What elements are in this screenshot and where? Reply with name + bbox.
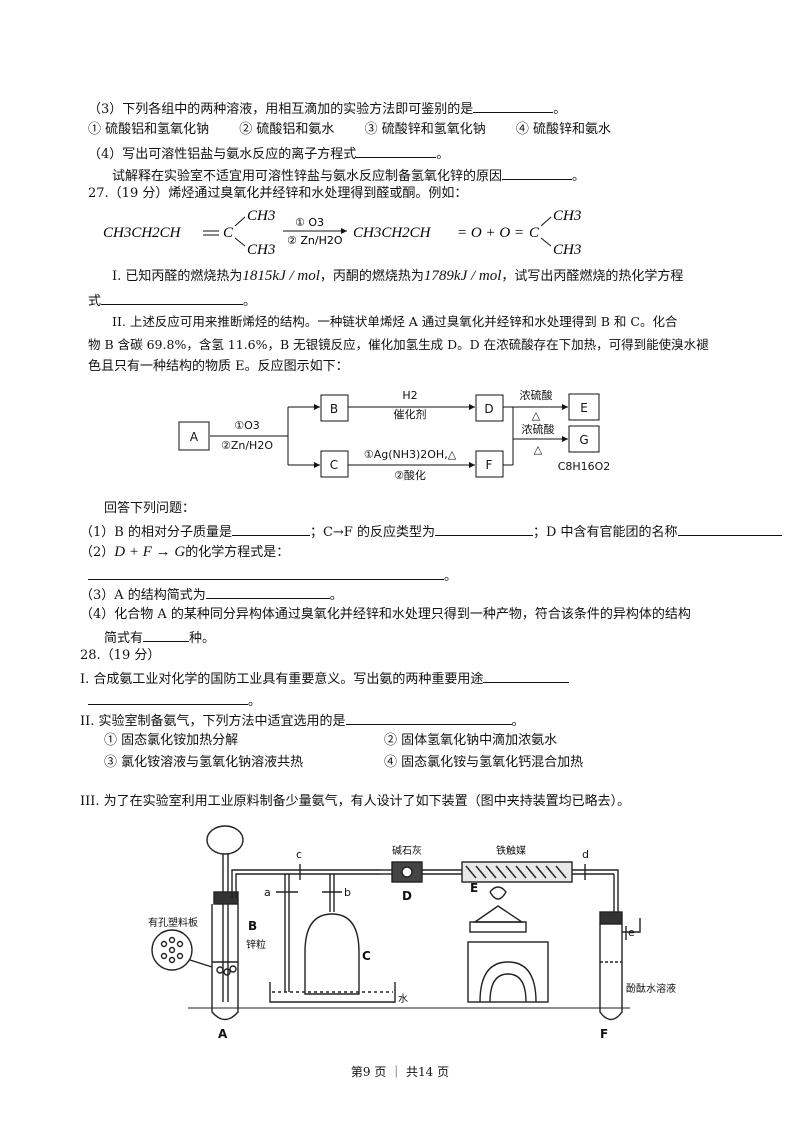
label-valve-d: d xyxy=(582,848,589,861)
eq-right: CH3CH2CH xyxy=(353,225,432,241)
label-b: B xyxy=(248,919,257,933)
label-h2so4-2: 浓硫酸 xyxy=(522,422,555,436)
q26-part4b: 试解释在实验室不适宜用可溶性锌盐与氨水反应制备氢氧化锌的原因。 xyxy=(112,165,585,186)
eq-left: CH3CH2CH xyxy=(103,225,182,241)
answer-blank[interactable] xyxy=(434,521,533,536)
option-3: ③ 硫酸锌和氢氧化钠 xyxy=(364,122,486,137)
answer-blank[interactable] xyxy=(473,98,554,113)
option-4: ④ 硫酸锌和氨水 xyxy=(515,122,611,137)
answer-blank[interactable] xyxy=(677,521,782,536)
eq-ch3-bottom-2: CH3 xyxy=(553,242,581,258)
label-d-apparatus: D xyxy=(402,889,412,903)
box-a: A xyxy=(190,430,199,444)
q27-answer-4-line2: 简式有种。 xyxy=(104,627,215,648)
option-1: ① 硫酸铝和氢氧化钠 xyxy=(88,122,210,137)
eq-ch3-top-2: CH3 xyxy=(553,208,581,224)
box-e: E xyxy=(580,401,588,415)
q27-part-ii-l1: II. 上述反应可用来推断烯烃的结构。一种链状单烯烃 A 通过臭氧化并经锌和水处… xyxy=(112,314,678,329)
q28-option-1: ① 固态氯化铵加热分解 xyxy=(104,733,239,748)
label-phenolphthalein: 酚酞水溶液 xyxy=(626,982,676,995)
label-iron-catalyst: 铁触媒 xyxy=(496,844,526,857)
label-soda-lime: 碱石灰 xyxy=(392,844,422,857)
label-zinc: 锌粒 xyxy=(246,938,266,951)
answer-blank[interactable] xyxy=(143,627,190,642)
label-tollens: ①Ag(NH3)2OH,△ xyxy=(364,448,457,461)
q27-answer-1: （1）B 的相对分子质量是；C→F 的反应类型为；D 中含有官能团的名称 xyxy=(80,521,782,542)
q27-part-i: I. 已知丙醛的燃烧热为1815kJ / mol，丙酮的燃烧热为1789kJ /… xyxy=(112,268,684,284)
answer-blank[interactable] xyxy=(88,690,248,705)
apparatus-diagram: 有孔塑料板 锌粒 B A c a b C 水 碱石灰 D 铁触媒 E d e 酚… xyxy=(148,825,676,1041)
label-perforated-board: 有孔塑料板 xyxy=(148,916,198,929)
eq-o-plus-o: = O + O = xyxy=(457,225,524,241)
reaction-flow-diagram: A ①O3 ②Zn/H2O B C H2 催化剂 ①Ag(NH3)2OH,△ ②… xyxy=(178,388,611,482)
label-catalyst: 催化剂 xyxy=(394,407,427,421)
q28-part-i: I. 合成氨工业对化学的国防工业具有重要意义。写出氨的两种重要用途 xyxy=(80,668,570,689)
label-f-apparatus: F xyxy=(600,1027,608,1041)
eq-cond2: ② Zn/H2O xyxy=(287,234,343,247)
eq-cond1: ① O3 xyxy=(295,216,324,229)
label-valve-b: b xyxy=(344,886,351,899)
box-d: D xyxy=(484,402,493,416)
label-water: 水 xyxy=(398,993,408,1005)
q28-part-i-line2: 。 xyxy=(88,690,261,711)
ozonolysis-equation: CH3CH2CH C CH3 CH3 ① O3 ② Zn/H2O CH3CH2C… xyxy=(103,208,581,258)
label-e-apparatus: E xyxy=(470,881,478,895)
q26-options: ① 硫酸铝和氢氧化钠 ② 硫酸铝和氨水 ③ 硫酸锌和氢氧化钠 ④ 硫酸锌和氨水 xyxy=(88,121,637,139)
eq-ch3-top: CH3 xyxy=(247,208,275,224)
q27-answer-intro: 回答下列问题： xyxy=(104,501,196,516)
q27-part-ii-l3: 色且只有一种结构的物质 E。反应图示如下： xyxy=(88,359,349,374)
q27-answer-4: （4）化合物 A 的某种同分异构体通过臭氧化并经锌和水处理只得到一种产物，符合该… xyxy=(80,607,691,622)
answer-blank[interactable] xyxy=(88,565,444,580)
label-h2: H2 xyxy=(402,389,417,402)
label-g-formula: C8H16O2 xyxy=(558,460,611,473)
answer-blank[interactable] xyxy=(345,710,512,725)
q26-part4: （4）写出可溶性铝盐与氨水反应的离子方程式。 xyxy=(88,143,449,164)
answer-blank[interactable] xyxy=(502,165,573,180)
label-c-apparatus: C xyxy=(362,949,371,963)
label-delta-1: △ xyxy=(532,409,541,422)
option-2: ② 硫酸铝和氨水 xyxy=(239,122,335,137)
box-c: C xyxy=(330,458,338,472)
q28-option-3: ③ 氯化铵溶液与氢氧化钠溶液共热 xyxy=(104,755,304,770)
q27-header: 27.（19 分）烯烃通过臭氧化并经锌和水处理得到醛或酮。例如： xyxy=(88,186,468,201)
q27-part-i-line2: 式。 xyxy=(88,290,256,311)
eq-carbon-2: C xyxy=(529,225,540,241)
q26-part3: （3）下列各组中的两种溶液，用相互滴加的实验方法即可鉴别的是。 xyxy=(88,98,566,119)
q27-answer-2: （2）D + F → G的化学方程式是： xyxy=(80,544,290,560)
answer-blank[interactable] xyxy=(205,584,330,599)
label-delta-2: △ xyxy=(534,443,543,456)
label-zn: ②Zn/H2O xyxy=(221,439,273,452)
label-valve-a: a xyxy=(264,886,271,899)
label-h2so4-1: 浓硫酸 xyxy=(520,388,553,402)
q28-option-4: ④ 固态氯化铵与氢氧化钙混合加热 xyxy=(384,755,584,770)
label-valve-c: c xyxy=(296,848,302,861)
label-a-apparatus: A xyxy=(218,1027,228,1041)
q28-part-iii: III. 为了在实验室利用工业原料制备少量氨气，有人设计了如下装置（图中夹持装置… xyxy=(80,794,631,809)
label-o3: ①O3 xyxy=(234,419,260,432)
box-f: F xyxy=(486,458,493,472)
label-valve-e: e xyxy=(628,926,635,939)
box-g: G xyxy=(579,433,588,447)
answer-blank[interactable] xyxy=(101,290,244,305)
q28-part-ii: II. 实验室制备氨气，下列方法中适宜选用的是。 xyxy=(80,710,525,731)
label-acidify: ②酸化 xyxy=(394,468,426,482)
q27-answer-2-line: 。 xyxy=(88,565,457,586)
eq-carbon: C xyxy=(223,225,234,241)
answer-blank[interactable] xyxy=(483,668,570,683)
q28-option-2: ② 固体氢氧化钠中滴加浓氨水 xyxy=(384,733,558,748)
answer-blank[interactable] xyxy=(356,143,437,158)
q28-header: 28.（19 分） xyxy=(80,648,161,663)
q27-answer-3: （3）A 的结构简式为。 xyxy=(80,584,343,605)
page-footer: 第9 页 ｜ 共14 页 xyxy=(350,1065,450,1079)
answer-blank[interactable] xyxy=(231,521,310,536)
box-b: B xyxy=(330,402,338,416)
eq-ch3-bottom: CH3 xyxy=(247,242,275,258)
q27-part-ii-l2: 物 B 含碳 69.8%，含氢 11.6%，B 无银镜反应，催化加氢生成 D。D… xyxy=(88,337,709,352)
